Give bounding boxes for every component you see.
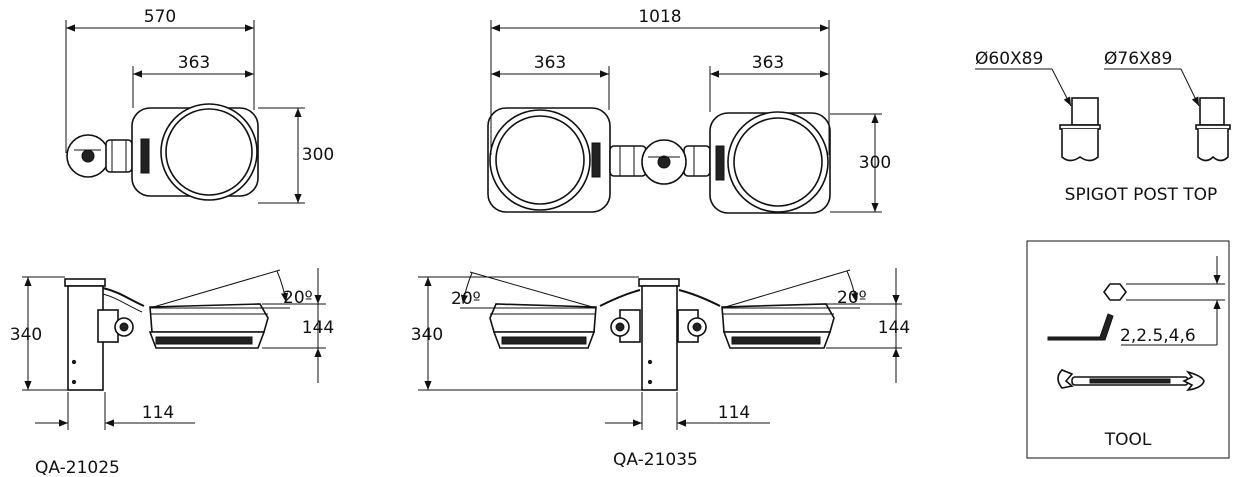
spigot-post-top: Ø60X89 Ø76X89 SPIGOT POST TOP: [975, 49, 1231, 205]
dim-post-offset: 114: [142, 403, 174, 423]
tool-frame: [1026, 240, 1230, 459]
qa21035-side-view: 20º 20º 340 144 114: [411, 268, 910, 430]
spigot-caption: SPIGOT POST TOP: [1065, 185, 1218, 205]
head-housing: [149, 303, 269, 333]
post-cap: [638, 278, 680, 287]
right-head-label-plate: [715, 145, 725, 181]
arm: [105, 139, 133, 173]
dim-head-height: 144: [878, 318, 910, 338]
left-head-label-plate: [591, 142, 601, 178]
dim-head-height: 144: [302, 318, 334, 338]
dim-post-offset: 114: [718, 403, 750, 423]
dim-angle: 20º: [283, 288, 313, 308]
tool-box: 2,2.5,4,6 TOOL: [1026, 240, 1230, 459]
head-label-plate: [140, 138, 150, 174]
qa21025-side-view: 20º 340 144 114: [10, 268, 334, 430]
left-tilt-line: [469, 271, 597, 309]
spigot-large-stem: [1199, 97, 1225, 126]
model-label-qa21025: QA-21025: [35, 458, 120, 477]
post: [641, 285, 678, 391]
right-arm: [683, 145, 711, 177]
hex-key-icon: [1047, 313, 1114, 341]
dim-head-width: 363: [178, 53, 210, 73]
qa21025-top-view: 570 363 300: [65, 7, 334, 204]
right-head-housing: [721, 303, 835, 333]
right-tilt-line: [721, 269, 851, 309]
spigot-small-stem: [1071, 97, 1099, 126]
dim-head-depth: 300: [302, 145, 334, 165]
heatsink-fins: [155, 336, 253, 345]
dim-right-head-width: 363: [752, 53, 784, 73]
left-lens-inner: [495, 115, 585, 205]
dim-height: 340: [10, 325, 42, 345]
angle-arc: [276, 270, 289, 303]
spigot-large-post: [1197, 129, 1229, 162]
spigot-size-60: Ø60X89: [975, 49, 1043, 69]
spigot-size-76: Ø76X89: [1104, 49, 1172, 69]
right-lens-inner: [733, 117, 823, 207]
spigot-small-post: [1061, 129, 1099, 162]
hex-key-sizes: 2,2.5,4,6: [1120, 326, 1196, 346]
spanner-icon: [1057, 369, 1205, 392]
model-label-qa21035: QA-21035: [613, 450, 698, 470]
dim-left-angle: 20º: [451, 289, 481, 309]
post-center: [81, 149, 95, 163]
left-head-housing: [489, 303, 597, 333]
dim-left-head-width: 363: [534, 53, 566, 73]
left-arm: [609, 145, 647, 177]
dim-overall-width: 1018: [638, 7, 681, 27]
dim-height: 340: [411, 325, 443, 345]
dim-head-depth: 300: [859, 153, 891, 173]
arm-curve: [102, 287, 145, 307]
lens-inner: [165, 108, 253, 196]
qa21035-top-view: 1018 363 363 300: [487, 7, 891, 214]
tool-caption: TOOL: [1104, 430, 1152, 450]
post-cap: [64, 278, 106, 287]
tilt-line: [149, 269, 281, 309]
hex-bolt-icon: [1103, 283, 1127, 301]
dim-overall-width: 570: [144, 7, 176, 27]
dim-right-angle: 20º: [837, 288, 867, 308]
